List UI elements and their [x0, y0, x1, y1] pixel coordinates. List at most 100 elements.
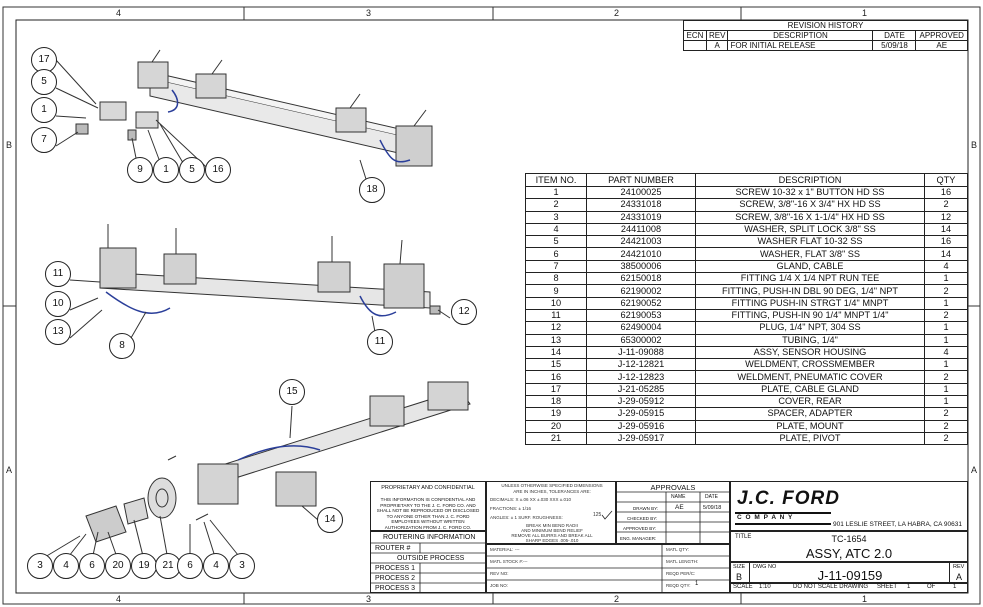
bom-cell-description: FITTING, PUSH-IN DBL 90 DEG, 1/4" NPT — [695, 284, 925, 298]
bom-cell-qty: 16 — [924, 235, 968, 249]
no-scale-note: DO NOT SCALE DRAWING — [793, 584, 869, 590]
bom-cell-qty: 14 — [924, 222, 968, 237]
item-balloon: 9 — [127, 157, 153, 183]
material-value: --- — [515, 547, 520, 552]
zone-left-b: B — [6, 140, 13, 150]
tolerance-box: UNLESS OTHERWISE SPECIFIED DIMENSIONS AR… — [486, 481, 616, 544]
item-balloon: 6 — [79, 553, 105, 579]
material-label: MATERIAL: — [490, 547, 514, 552]
router-label: ROUTER # — [375, 545, 411, 552]
company-address: 901 LESLIE STREET, LA HABRA, CA 90631 — [833, 521, 962, 528]
item-balloon: 4 — [53, 553, 79, 579]
size-label: SIZE — [733, 564, 746, 570]
burrs-line-1: REMOVE ALL BURRS AND BREAK ALL — [511, 533, 593, 538]
rev-col-label: REV — [953, 564, 965, 570]
bom-cell-part: 65300002 — [586, 333, 696, 347]
bom-cell-qty: 1 — [924, 395, 968, 409]
bom-header-description: DESCRIPTION — [695, 173, 925, 187]
bom-cell-part: 62150018 — [586, 272, 696, 286]
bom-cell-part: J-21-05285 — [586, 382, 696, 397]
bom-cell-part: 62490004 — [586, 321, 696, 335]
scale-row: SCALE 1:10 DO NOT SCALE DRAWING SHEET 1 … — [730, 583, 968, 593]
drawing-title-box: TITLE TC-1654 ASSY, ATC 2.0 — [730, 531, 968, 562]
decimals-line: DECIMALS: X ±.06 XX ±.030 XXX ±.010 — [490, 497, 571, 502]
company-logo: J.C. FORD — [737, 488, 840, 509]
item-balloon: 21 — [155, 553, 181, 579]
roughness-value: 125 — [593, 512, 602, 518]
zone-bottom-1: 1 — [862, 594, 868, 604]
bom-cell-description: WELDMENT, PNEUMATIC COVER — [695, 370, 925, 384]
approved-by-label: APPROVED BY: — [623, 526, 657, 531]
bom-cell-description: SCREW 10-32 x 1" BUTTON HD SS — [695, 185, 925, 200]
proprietary-box: PROPRIETARY AND CONFIDENTIAL THIS INFORM… — [370, 481, 486, 531]
bom-cell-description: PLUG, 1/4" NPT, 304 SS — [695, 321, 925, 335]
bom-cell-qty: 1 — [924, 321, 968, 335]
item-balloon: 1 — [31, 97, 57, 123]
bom-cell-item: 2 — [525, 198, 587, 212]
size-value: B — [736, 572, 743, 582]
item-balloon: 10 — [45, 291, 71, 317]
rev-no-label: REV NO: — [490, 571, 509, 576]
bom-cell-item: 21 — [525, 431, 587, 446]
proprietary-line: THIS INFORMATION IS CONFIDENTIAL AND — [380, 497, 476, 502]
bom-cell-part: 62190002 — [586, 284, 696, 298]
item-balloon: 15 — [279, 379, 305, 405]
bom-cell-description: WASHER, FLAT 3/8" SS — [695, 247, 925, 261]
bom-cell-part: J-12-12821 — [586, 358, 696, 372]
eng-manager-label: ENG. MANAGER: — [620, 536, 657, 541]
item-balloon: 5 — [179, 157, 205, 183]
bom-cell-item: 4 — [525, 222, 587, 237]
item-balloon: 1 — [153, 157, 179, 183]
reqd-qty-value: 1 — [695, 581, 699, 587]
radii-line-1: BREAK MIN BEND RADII — [526, 523, 578, 528]
bom-cell-item: 3 — [525, 210, 587, 224]
bom-cell-part: 24421003 — [586, 235, 696, 249]
bom-cell-part: J-29-05916 — [586, 419, 696, 433]
proprietary-line: PROPRIETARY TO THE J. C. FORD CO. AND — [380, 502, 476, 508]
zone-bottom-4: 4 — [116, 594, 122, 604]
routing-title: ROUTERING INFORMATION — [383, 534, 476, 541]
dwg-number: J-11-09159 — [817, 568, 883, 583]
bom-cell-item: 19 — [525, 407, 587, 421]
angles-line: ANGLES: ± 1 SURF. ROUGHNESS: — [490, 515, 563, 520]
drawing-title: ASSY, ATC 2.0 — [805, 546, 893, 561]
rev-header-ecn: ECN — [683, 30, 707, 41]
bom-cell-description: SPACER, ADAPTER — [695, 407, 925, 421]
bom-cell-description: FITTING, PUSH-IN 90 1/4" MNPT 1/4" — [695, 308, 925, 323]
bom-cell-item: 5 — [525, 235, 587, 249]
bom-cell-item: 20 — [525, 419, 587, 433]
scale-label: SCALE — [733, 584, 753, 590]
bom-cell-description: FITTING 1/4 X 1/4 NPT RUN TEE — [695, 272, 925, 286]
item-balloon: 16 — [205, 157, 231, 183]
bom-cell-part: J-29-05917 — [586, 431, 696, 446]
assembly-views — [39, 49, 471, 561]
bom-header-item: ITEM NO. — [525, 173, 587, 187]
bom-cell-item: 6 — [525, 247, 587, 261]
outside-process-label: OUTSIDE PROCESS — [397, 555, 465, 562]
bom-cell-item: 17 — [525, 382, 587, 397]
item-balloon: 3 — [229, 553, 255, 579]
bom-cell-qty: 1 — [924, 382, 968, 397]
sheet-total: 1 — [953, 584, 957, 590]
rev-cell-rev: A — [705, 40, 729, 51]
bom-cell-item: 13 — [525, 333, 587, 347]
bom-cell-description: SCREW, 3/8"-16 X 1-1/4" HX HD SS — [695, 210, 925, 224]
bom-cell-description: COVER, REAR — [695, 395, 925, 409]
bom-cell-item: 18 — [525, 395, 587, 409]
company-box: J.C. FORD C O M P A N Y 901 LESLIE STREE… — [730, 481, 968, 531]
bom-cell-item: 11 — [525, 308, 587, 323]
job-no-label: JOB NO: — [490, 583, 509, 588]
rev-cell-ecn — [683, 40, 707, 51]
bom-cell-qty: 16 — [924, 185, 968, 200]
dwg-number-box: SIZE B DWG NO J-11-09159 REV A — [730, 562, 968, 583]
rev-header-rev: REV — [705, 30, 729, 41]
bom-cell-part: J-29-05912 — [586, 395, 696, 409]
